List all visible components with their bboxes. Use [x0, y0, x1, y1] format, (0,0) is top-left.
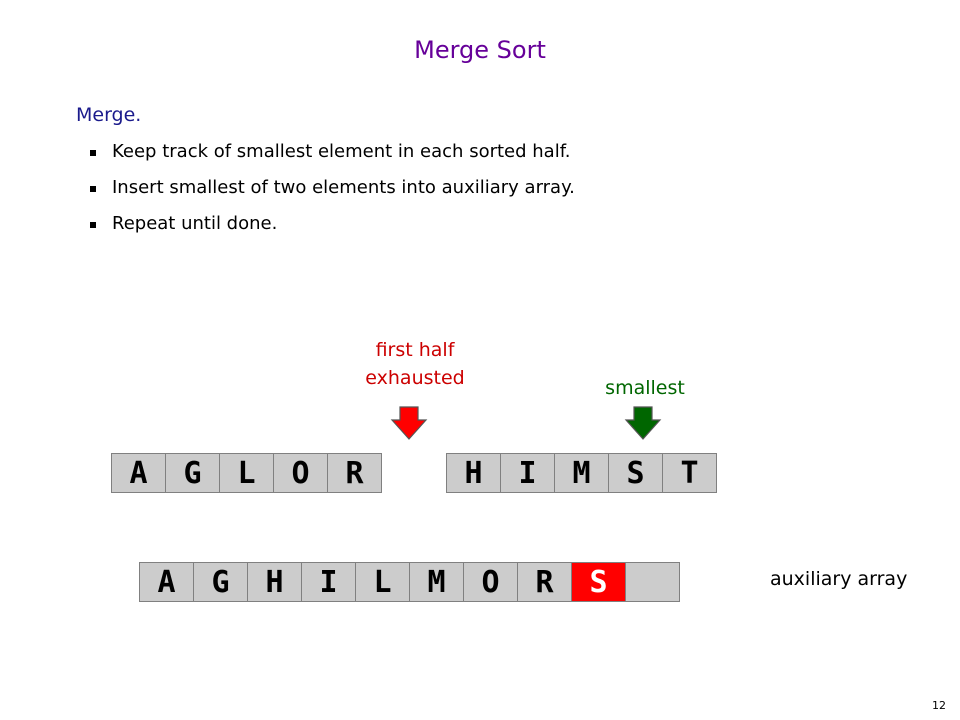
bullet-item: Repeat until done.	[90, 212, 575, 248]
array-cell: M	[554, 453, 609, 493]
auxiliary-array: A G H I L M O R S	[139, 562, 680, 602]
aux-cell: R	[517, 562, 572, 602]
aux-cell: G	[193, 562, 248, 602]
aux-cell: O	[463, 562, 518, 602]
merge-heading: Merge.	[76, 104, 142, 126]
exhausted-label-line1: first half	[375, 339, 455, 361]
first-half-exhausted-label: first half exhausted	[330, 336, 500, 392]
array-cell: T	[662, 453, 717, 493]
bullet-list: Keep track of smallest element in each s…	[90, 140, 575, 248]
bullet-icon	[90, 150, 96, 156]
bullet-item: Keep track of smallest element in each s…	[90, 140, 575, 176]
page-number: 12	[932, 699, 946, 712]
smallest-arrow-icon	[624, 406, 662, 440]
aux-cell: L	[355, 562, 410, 602]
exhausted-label-line2: exhausted	[365, 367, 465, 389]
bullet-text: Insert smallest of two elements into aux…	[112, 177, 575, 198]
aux-cell-highlighted: S	[571, 562, 626, 602]
aux-cell: A	[139, 562, 194, 602]
aux-cell: I	[301, 562, 356, 602]
array-cell: I	[500, 453, 555, 493]
slide-title: Merge Sort	[414, 36, 546, 64]
smallest-label: smallest	[605, 377, 685, 399]
array-cell: A	[111, 453, 166, 493]
bullet-icon	[90, 222, 96, 228]
array-cell: S	[608, 453, 663, 493]
bullet-text: Repeat until done.	[112, 213, 278, 234]
aux-cell: M	[409, 562, 464, 602]
bullet-icon	[90, 186, 96, 192]
aux-cell-empty	[625, 562, 680, 602]
array-cell: G	[165, 453, 220, 493]
bullet-item: Insert smallest of two elements into aux…	[90, 176, 575, 212]
first-half-array: A G L O R	[111, 453, 382, 493]
auxiliary-array-label: auxiliary array	[770, 568, 908, 590]
bullet-text: Keep track of smallest element in each s…	[112, 141, 571, 162]
array-cell: R	[327, 453, 382, 493]
aux-cell: H	[247, 562, 302, 602]
exhausted-arrow-icon	[390, 406, 428, 440]
array-cell: O	[273, 453, 328, 493]
array-cell: L	[219, 453, 274, 493]
array-cell: H	[446, 453, 501, 493]
second-half-array: H I M S T	[446, 453, 717, 493]
